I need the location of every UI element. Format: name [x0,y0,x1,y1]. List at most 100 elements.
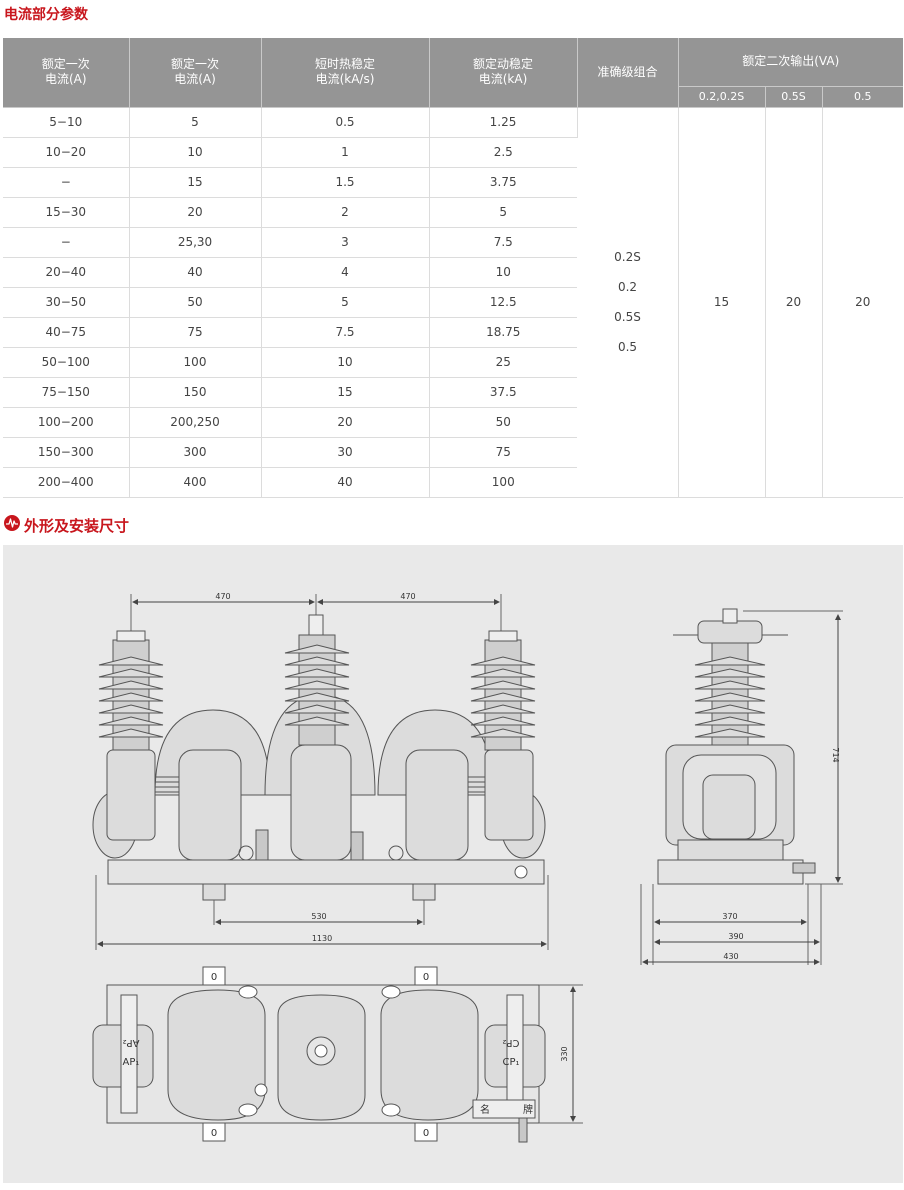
table-cell: 5−10 [3,107,130,138]
table-cell: − [3,227,130,258]
nameplate-right: 牌 [523,1103,533,1116]
dim-470-left: 470 [215,592,230,601]
dim-390: 390 [728,932,743,941]
label-cp2: CP₂ [502,1037,519,1048]
table-cell: 1.5 [261,167,430,198]
table-cell: 37.5 [429,377,577,408]
table-cell: 0.5 [261,107,430,138]
dim-370: 370 [722,912,737,921]
hole-mark-2: 0 [423,972,429,983]
table-cell: 150 [129,377,262,408]
table-cell: 15 [261,377,430,408]
table-cell: 3.75 [429,167,577,198]
table-cell: 7.5 [261,317,430,348]
dim-714: 714 [831,747,840,762]
header-accuracy: 准确级组合 [577,38,679,108]
section-title-parameters: 电流部分参数 [4,7,88,23]
table-cell: 75−150 [3,377,130,408]
hole-mark-4: 0 [423,1128,429,1139]
table-cell: 25 [429,347,577,378]
side-view [640,608,843,965]
header-rated-primary-current-2: 额定一次 电流(A) [129,38,262,108]
table-cell: 15 [129,167,262,198]
dimension-drawing: 470 470 530 1130 714 370 390 430 [92,592,843,1143]
table-cell: 75 [129,317,262,348]
section-title-dimensions: 外形及安装尺寸 [24,517,130,535]
table-cell: 5 [429,197,577,228]
front-view [92,594,549,950]
header-short-time-thermal: 短时热稳定 电流(kA/s) [261,38,430,108]
subheader-02: 0.2,0.2S [678,86,766,108]
dim-330: 330 [560,1046,569,1061]
table-cell: 10 [261,347,430,378]
secondary-output-cell: 15 [678,107,766,498]
table-cell: 5 [129,107,262,138]
accuracy-class: 0.2 [617,280,638,294]
secondary-output-cell: 20 [765,107,823,498]
table-cell: 40 [129,257,262,288]
table-cell: 100−200 [3,407,130,438]
table-cell: 50−100 [3,347,130,378]
header-secondary-output: 额定二次输出(VA) [678,38,904,87]
header-dynamic-stable: 额定动稳定 电流(kA) [429,38,578,108]
table-cell: 50 [429,407,577,438]
accuracy-classes-cell: 0.2S 0.2 0.5S 0.5 [577,107,679,498]
table-cell: 400 [129,467,262,498]
table-cell: 2.5 [429,137,577,168]
table-cell: 1 [261,137,430,168]
top-view [92,966,583,1143]
table-cell: 100 [129,347,262,378]
table-cell: 5 [261,287,430,318]
subheader-05: 0.5 [822,86,904,108]
table-cell: 7.5 [429,227,577,258]
label-cp1: CP₁ [502,1057,519,1068]
label-ap2: AP₂ [123,1037,140,1048]
table-cell: 25,30 [129,227,262,258]
dim-430: 430 [723,952,738,961]
table-cell: 10 [129,137,262,168]
table-cell: 3 [261,227,430,258]
hole-mark-3: 0 [211,1128,217,1139]
dim-530: 530 [311,912,326,921]
secondary-output-cell: 20 [822,107,904,498]
table-cell: 50 [129,287,262,318]
dim-1130: 1130 [312,934,332,943]
table-cell: − [3,167,130,198]
table-cell: 75 [429,437,577,468]
accuracy-class: 0.2S [614,250,641,264]
label-ap1: AP₁ [123,1057,140,1068]
table-cell: 12.5 [429,287,577,318]
table-cell: 20−40 [3,257,130,288]
table-cell: 20 [261,407,430,438]
table-cell: 10−20 [3,137,130,168]
subheader-05s: 0.5S [765,86,823,108]
table-cell: 300 [129,437,262,468]
table-cell: 40−75 [3,317,130,348]
header-rated-primary-current-1: 额定一次 电流(A) [3,38,130,108]
accuracy-class: 0.5 [617,340,638,354]
accuracy-class: 0.5S [614,310,641,324]
table-cell: 40 [261,467,430,498]
table-cell: 20 [129,197,262,228]
nameplate-left: 名 [480,1103,490,1116]
table-cell: 100 [429,467,577,498]
table-cell: 15−30 [3,197,130,228]
table-cell: 30 [261,437,430,468]
table-cell: 150−300 [3,437,130,468]
table-cell: 4 [261,257,430,288]
table-cell: 10 [429,257,577,288]
dim-470-right: 470 [400,592,415,601]
waveform-icon [4,515,20,531]
table-cell: 30−50 [3,287,130,318]
hole-mark-1: 0 [211,972,217,983]
